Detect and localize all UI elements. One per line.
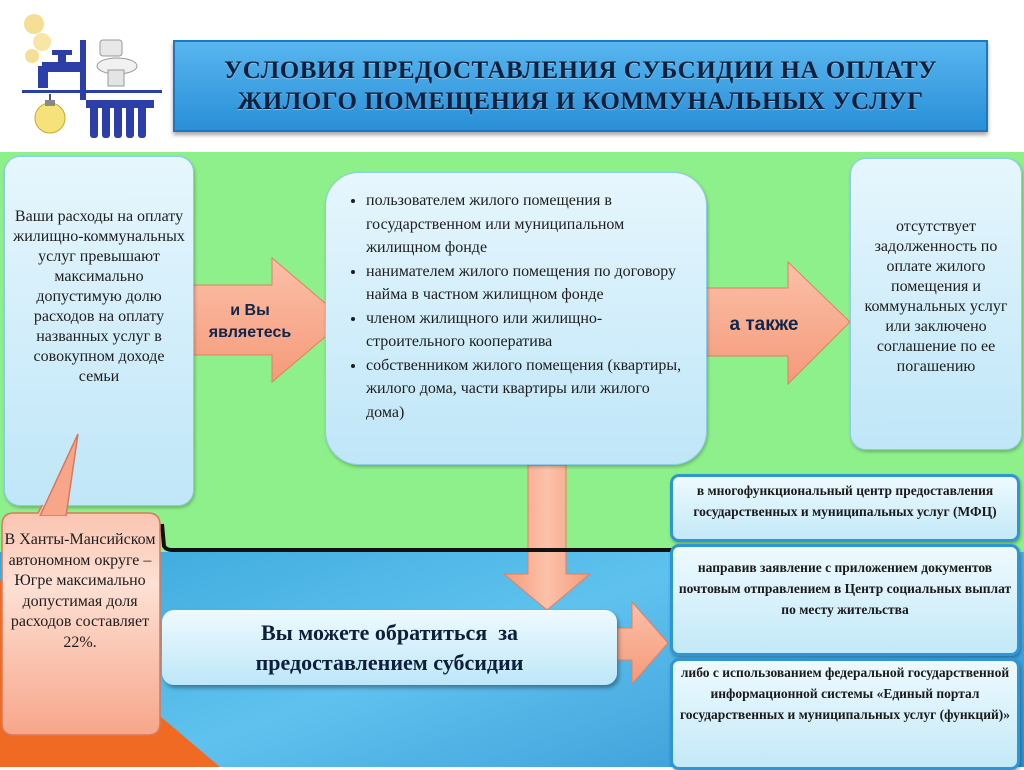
utilities-logo (22, 14, 162, 138)
status-item: нанимателем жилого помещения по договору… (366, 260, 686, 307)
arrow-also-label: а также (729, 314, 799, 335)
expenses-condition-text: Ваши расходы на оплату жилищно-коммуналь… (13, 208, 185, 385)
arrow-and-line-1: и Вы (230, 302, 270, 319)
expenses-condition-box: Ваши расходы на оплату жилищно-коммуналь… (4, 156, 194, 506)
toilet-icon (96, 39, 138, 87)
status-item: пользователем жилого помещения в государ… (366, 189, 686, 260)
status-item: членом жилищного или жилищно-строительно… (366, 307, 686, 354)
arrow-and-line-2: являетесь (208, 324, 292, 341)
coins-icon (24, 14, 51, 63)
applicant-status-box: пользователем жилого помещения в государ… (325, 172, 707, 465)
apply-for-subsidy-box: Вы можете обратиться за предоставлением … (162, 610, 617, 685)
option-mfc: в многофункциональный центр предоставлен… (670, 474, 1020, 542)
radiator-icon (86, 100, 154, 138)
contact-line-1: Вы можете обратиться за (260, 619, 519, 645)
callout-pointer (39, 433, 79, 516)
lightbulb-icon (34, 94, 66, 134)
no-debt-condition-text: отсутствует задолженность по оплате жило… (864, 218, 1008, 375)
arrow-and-label: и Вы являетесь (195, 300, 305, 344)
status-item: собственником жилого помещения (квартиры… (366, 354, 686, 425)
faucet-icon (38, 40, 86, 100)
option-online-portal: либо с использованием федеральной госуда… (670, 658, 1020, 770)
title-line-2: ЖИЛОГО ПОМЕЩЕНИЯ И КОММУНАЛЬНЫХ УСЛУГ (237, 88, 924, 115)
title-line-1: УСЛОВИЯ ПРЕДОСТАВЛЕНИЯ СУБСИДИИ НА ОПЛАТ… (223, 57, 938, 84)
option-postal: направив заявление с приложением докумен… (670, 544, 1020, 656)
page-title: УСЛОВИЯ ПРЕДОСТАВЛЕНИЯ СУБСИДИИ НА ОПЛАТ… (173, 40, 988, 132)
contact-line-2: предоставлением субсидии (255, 649, 524, 675)
callout-bubble (1, 505, 161, 736)
khmao-rate-note: В Ханты-Мансийском автономном округе – Ю… (4, 531, 156, 651)
no-debt-condition-box: отсутствует задолженность по оплате жило… (850, 158, 1022, 450)
